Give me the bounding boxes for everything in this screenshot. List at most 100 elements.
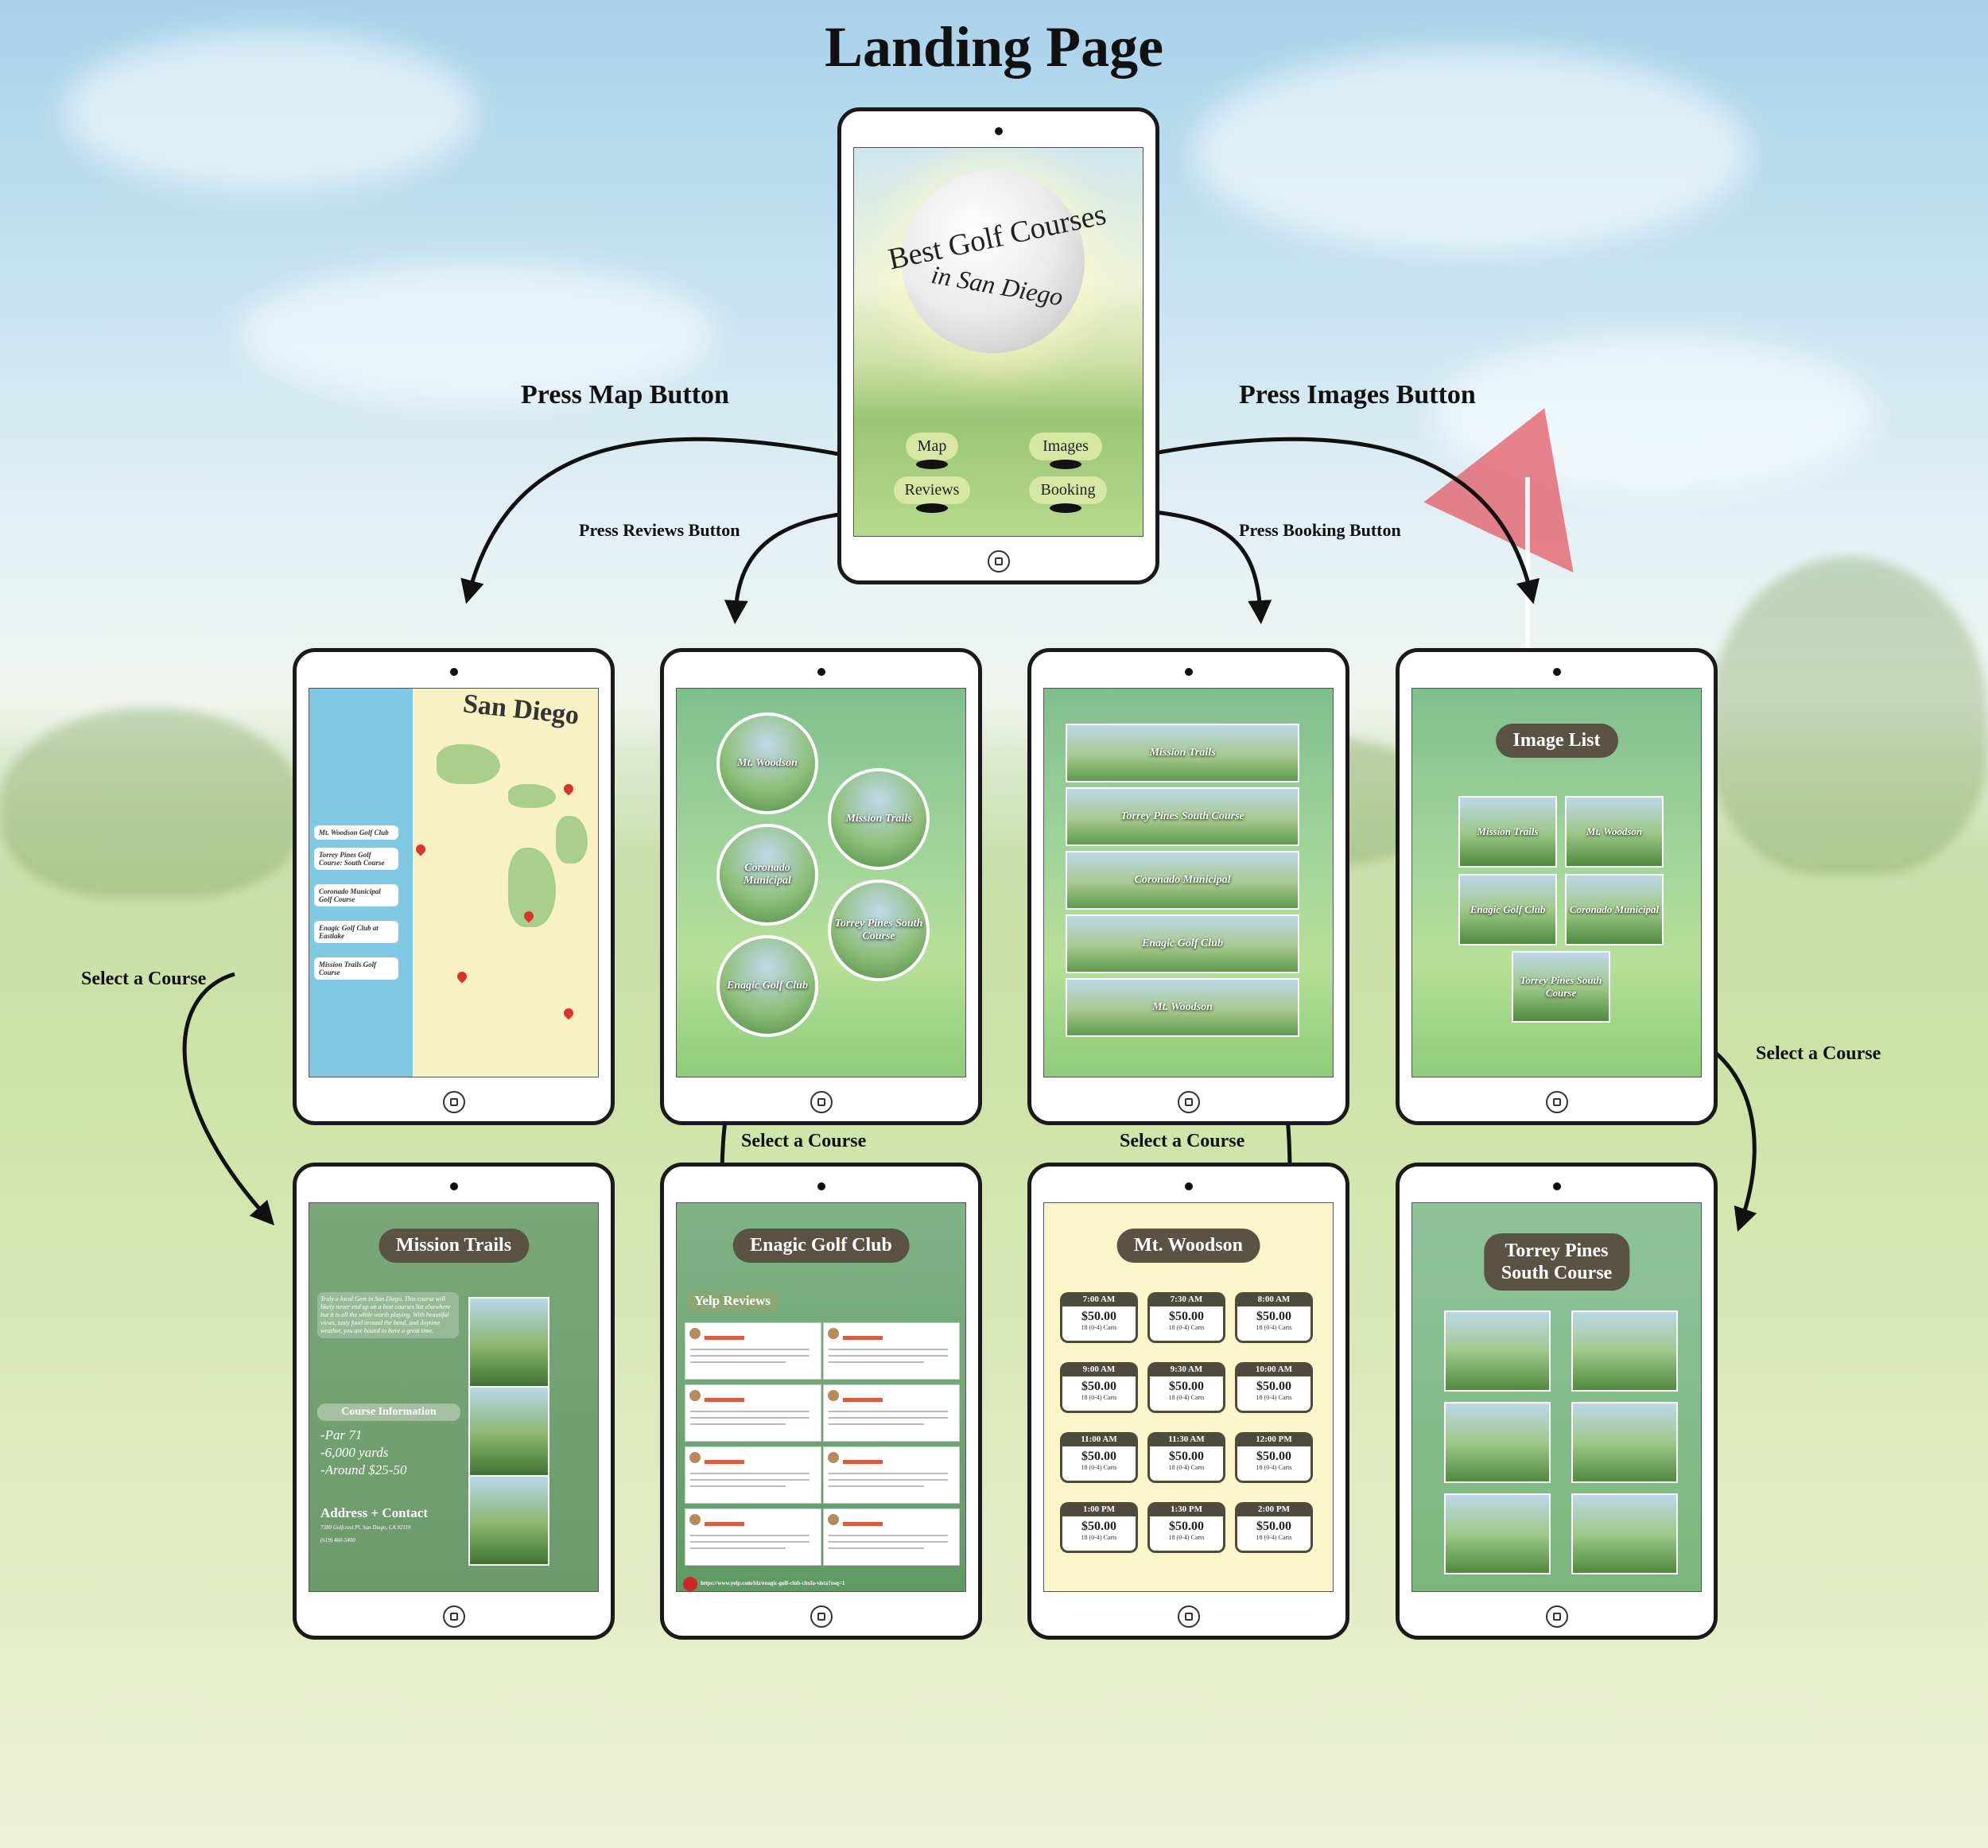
slot-carts: 18 (0-4) Carts [1168,1394,1205,1401]
home-button-icon[interactable] [442,1091,465,1113]
slot-carts: 18 (0-4) Carts [1256,1324,1292,1331]
yelp-reviews-heading: Yelp Reviews [686,1291,779,1311]
slot-time: 11:00 AM [1060,1432,1138,1446]
course-circle-torrey-pines[interactable]: Torrey Pines South Course [828,879,930,981]
image-thumb-enagic[interactable]: Enagic Golf Club [1458,874,1557,945]
map-pin-icon[interactable] [455,969,469,984]
camera-icon [1184,1182,1193,1190]
reviews-tablet: Mt. Woodson Mission Trails Coronado Muni… [660,648,982,1125]
course-strip-enagic[interactable]: Enagic Golf Club [1066,914,1299,973]
image-thumb-mission-trails[interactable]: Mission Trails [1458,796,1557,868]
detail-heading: Mt. Woodson [1116,1229,1260,1263]
slot-time: 9:30 AM [1147,1362,1225,1376]
hole-icon [1050,460,1081,469]
course-strip-coronado[interactable]: Coronado Municipal [1066,851,1299,910]
image-thumb-mt-woodson[interactable]: Mt. Woodson [1565,796,1664,868]
images-screen: Image List Mission Trails Mt. Woodson En… [1411,688,1702,1077]
golf-ball-icon [902,170,1085,353]
label-press-booking: Press Booking Button [1239,520,1401,540]
slot-carts: 18 (0-4) Carts [1081,1324,1117,1331]
page-title: Landing Page [824,15,1164,79]
course-photo[interactable] [1444,1402,1551,1483]
torrey-screen: Torrey Pines South Course [1411,1202,1702,1592]
arrow-booking [1136,508,1272,624]
reviews-button[interactable]: Reviews [894,476,970,504]
image-thumb-coronado[interactable]: Coronado Municipal [1565,874,1664,945]
slot-carts: 18 (0-4) Carts [1081,1464,1117,1471]
home-button-icon[interactable] [987,550,1010,573]
enagic-tablet: Enagic Golf Club Yelp Reviews https://ww… [660,1163,982,1640]
home-button-icon[interactable] [442,1605,465,1628]
camera-icon [1184,668,1193,676]
course-photo[interactable] [1444,1310,1551,1392]
course-strip-torrey-pines[interactable]: Torrey Pines South Course [1066,787,1299,846]
map-label-coronado[interactable]: Coronado Municipal Golf Course [314,884,398,907]
yelp-url-link[interactable]: https://www.yelp.com/biz/enagic-golf-clu… [701,1580,845,1586]
park-area [508,784,556,808]
slot-price: $50.00 [1081,1310,1116,1323]
course-description: Truly a local Gem in San Diego. This cou… [317,1292,459,1338]
camera-icon [1552,668,1561,676]
home-button-icon[interactable] [1177,1605,1200,1628]
label-select-course: Select a Course [1756,1043,1881,1064]
map-label-mt-woodson[interactable]: Mt. Woodson Golf Club [314,825,398,840]
label-select-course: Select a Course [1120,1131,1245,1151]
home-button-icon[interactable] [810,1605,833,1628]
camera-icon [449,668,458,676]
home-button-icon[interactable] [1545,1091,1568,1113]
map-label-torrey-pines[interactable]: Torrey Pines Golf Course: South Course [314,848,398,870]
images-button[interactable]: Images [1029,433,1102,460]
map-tablet: San Diego Mt. Woodson Golf Club Torrey P… [293,648,615,1125]
review-card [685,1322,821,1380]
enagic-screen: Enagic Golf Club Yelp Reviews https://ww… [676,1202,966,1592]
home-button-icon[interactable] [810,1091,833,1113]
slot-price: $50.00 [1169,1380,1204,1393]
review-card [685,1384,821,1442]
booking-button[interactable]: Booking [1029,476,1107,504]
map-pin-icon[interactable] [414,842,428,856]
course-circle-mt-woodson[interactable]: Mt. Woodson [716,712,818,814]
slot-carts: 18 (0-4) Carts [1168,1464,1205,1471]
course-photo[interactable] [1571,1310,1678,1392]
tree-line [0,708,302,899]
map-label-enagic[interactable]: Enagic Golf Club at Eastlake [314,921,398,943]
map-pin-icon[interactable] [561,1006,576,1020]
label-select-course: Select a Course [741,1131,867,1151]
course-photo[interactable] [1444,1493,1551,1574]
course-photo[interactable] [1571,1493,1678,1574]
course-address: 7380 Golfcrest Pl, San Diego, CA 92119 [320,1524,411,1531]
map-pin-icon[interactable] [561,782,576,796]
cloud [1431,334,1877,493]
slot-price: $50.00 [1169,1310,1204,1323]
ocean [309,689,413,1077]
home-button-icon[interactable] [1177,1091,1200,1113]
map-button[interactable]: Map [906,433,958,460]
detail-heading-line1: Torrey Pines [1505,1240,1609,1261]
course-circle-mission-trails[interactable]: Mission Trails [828,768,930,870]
slot-time: 2:00 PM [1235,1502,1313,1516]
booking-select-screen: Mission Trails Torrey Pines South Course… [1043,688,1334,1077]
course-strip-mt-woodson[interactable]: Mt. Woodson [1066,978,1299,1037]
map-label-mission-trails[interactable]: Mission Trails Golf Course [314,957,398,980]
course-photo[interactable] [1571,1402,1678,1483]
hole-icon [916,460,948,469]
course-circle-coronado[interactable]: Coronado Municipal [716,824,818,926]
home-button-icon[interactable] [1545,1605,1568,1628]
course-circle-enagic[interactable]: Enagic Golf Club [716,935,818,1037]
image-thumb-torrey-pines[interactable]: Torrey Pines South Course [1512,951,1610,1023]
review-card [823,1322,960,1380]
course-strip-mission-trails[interactable]: Mission Trails [1066,724,1299,782]
